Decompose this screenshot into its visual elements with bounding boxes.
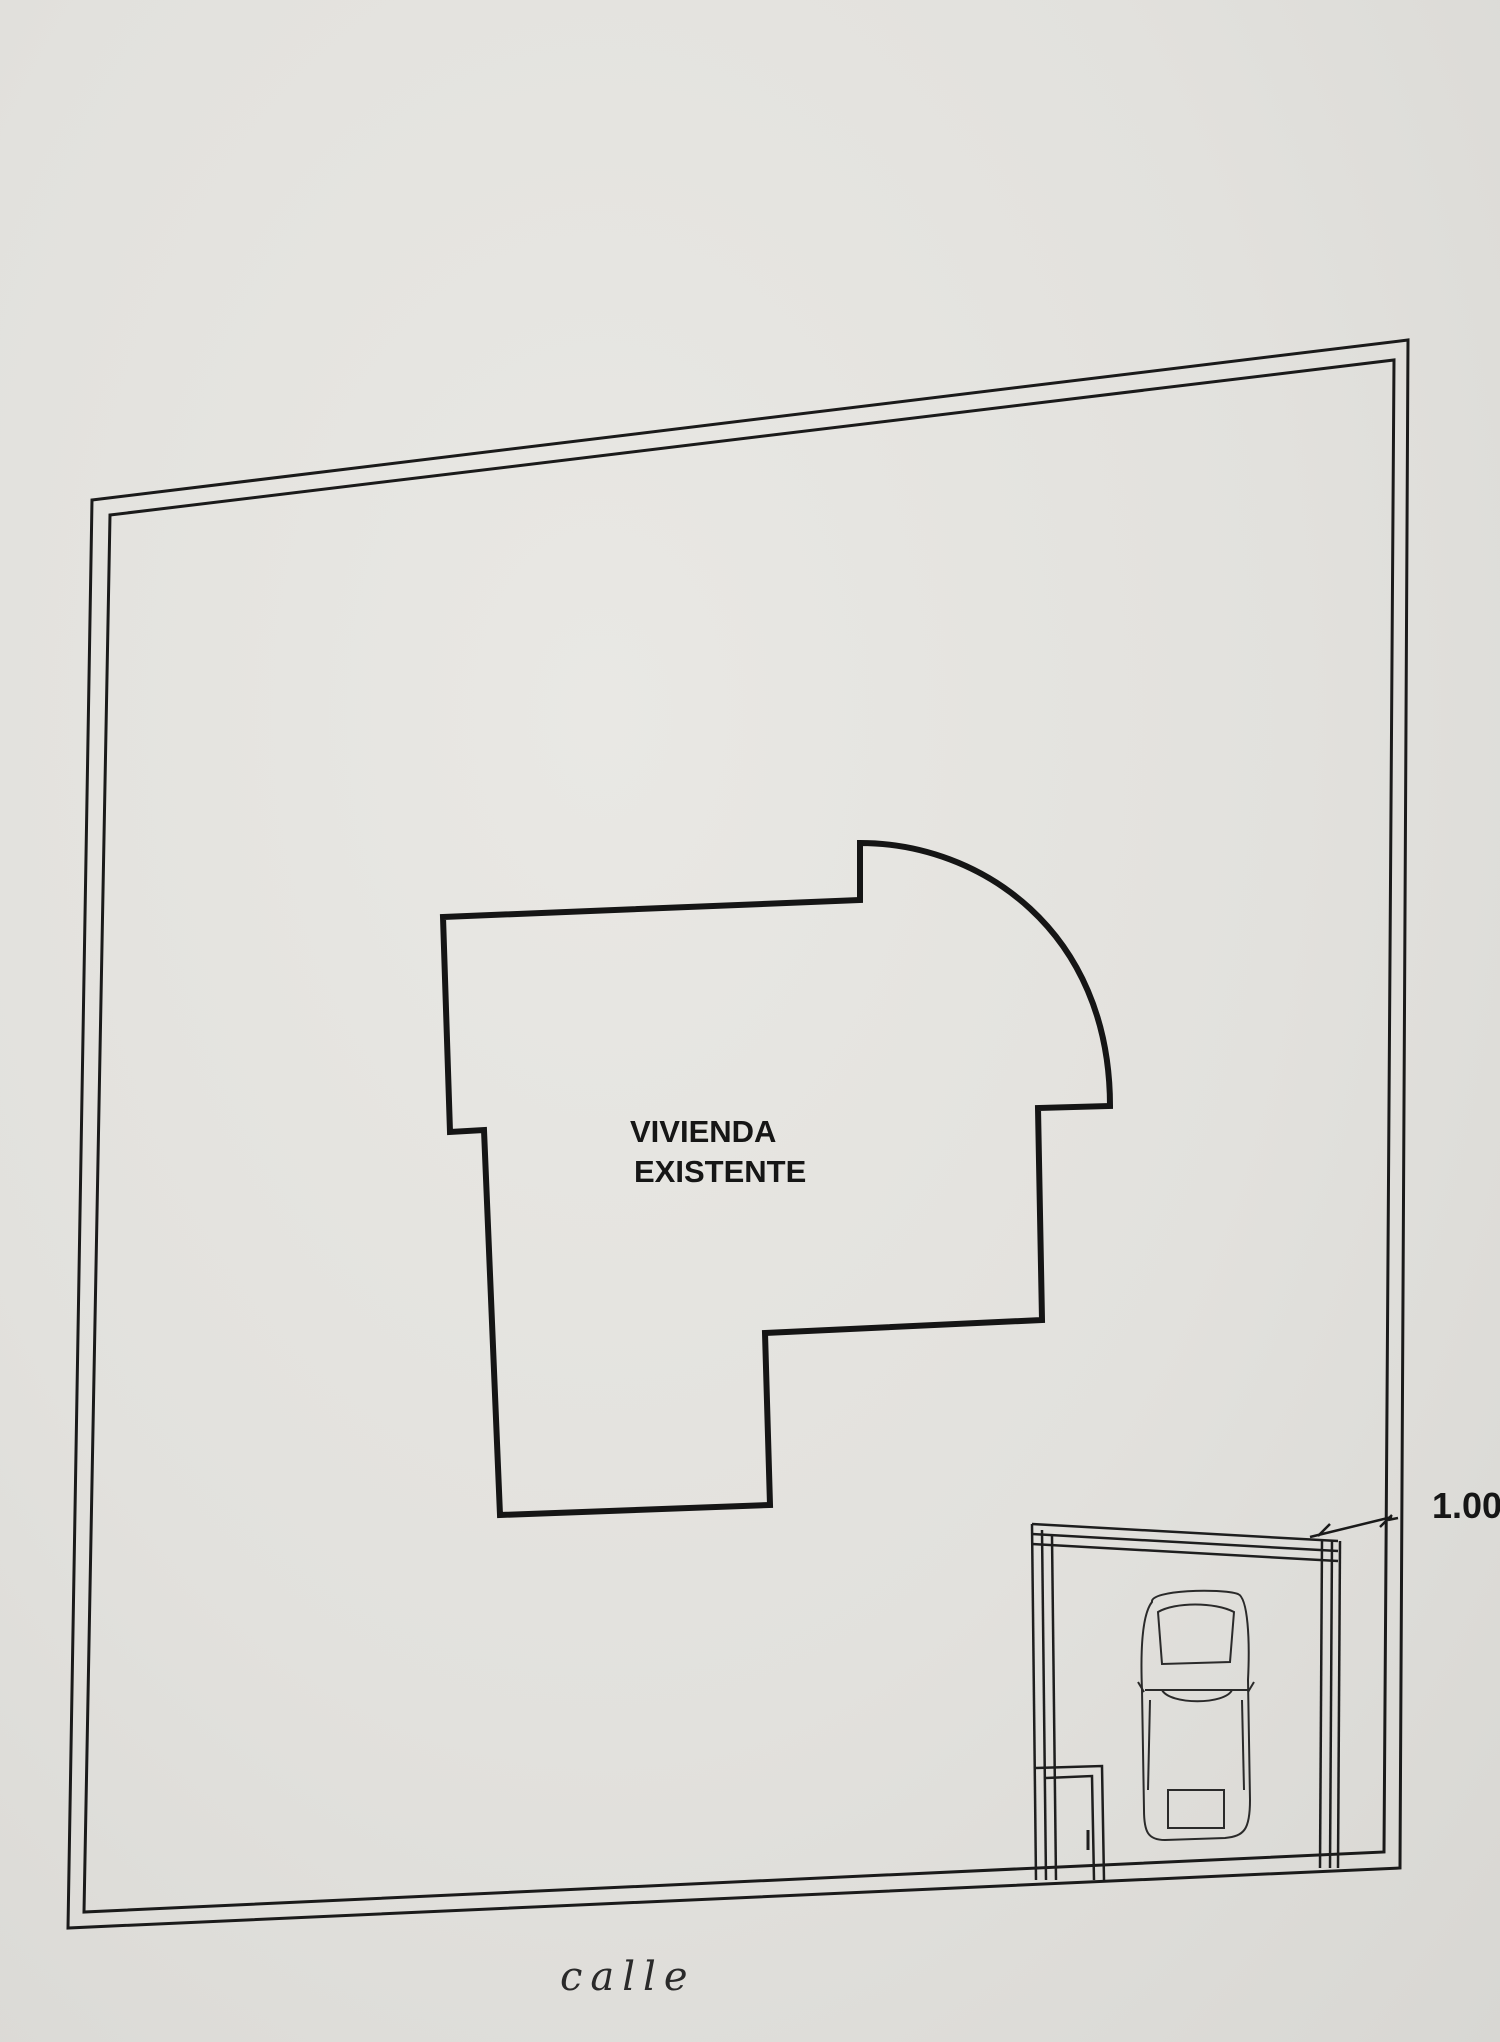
boundary-outer-line [66,338,1410,1930]
setback-dimension-label: 1.00 [1432,1485,1500,1526]
building-label-line1: VIVIENDA [630,1114,776,1149]
garage-door-element [1035,1764,1106,1881]
street-label: calle [560,1954,696,2000]
building-label-line2: EXISTENTE [634,1154,806,1189]
property-boundary [66,338,1410,1930]
garage-structure [1030,1522,1342,1881]
car-icon [1137,1589,1255,1842]
setback-dimension [1309,1514,1399,1539]
boundary-inner-line [82,358,1396,1914]
existing-house-outline [439,839,1114,1519]
